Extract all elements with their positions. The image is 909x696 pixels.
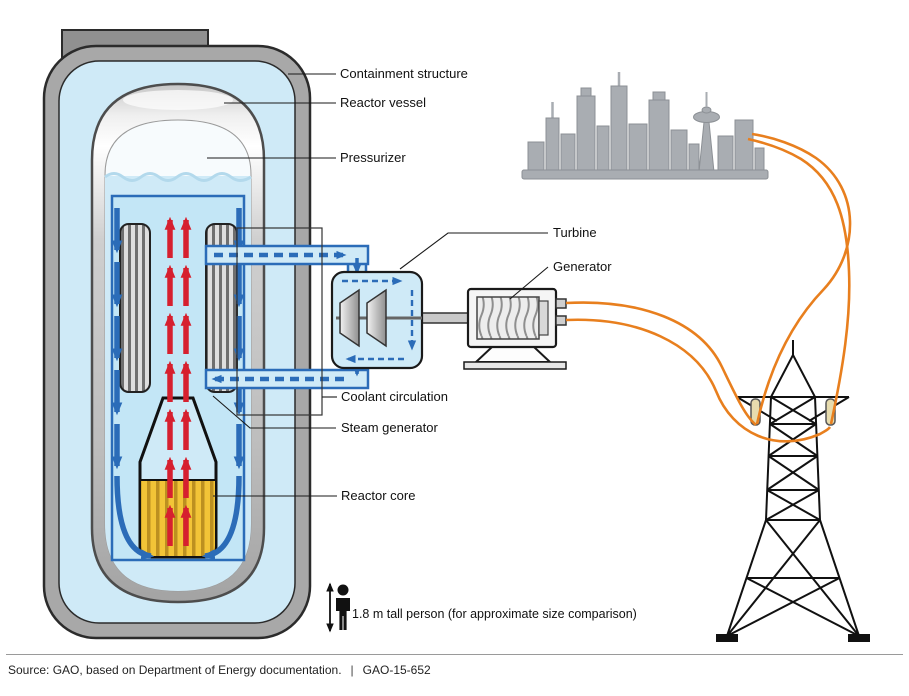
generator-base [463,361,567,370]
label-pressurizer: Pressurizer [340,150,406,165]
generator [463,287,567,370]
person-icon [326,582,350,633]
report-id: GAO-15-652 [362,663,431,677]
turbine-shaft [421,312,469,324]
vessel-dome-highlight [123,90,233,110]
label-reactor-core: Reactor core [341,488,416,503]
label-turbine: Turbine [553,225,597,240]
footer-divider [6,654,903,655]
generator-terminal-top [555,298,567,309]
city-base [521,169,769,180]
steam-generators [119,223,238,393]
steam-pipe [204,244,370,266]
source-separator: | [350,663,354,677]
generator-pedestal [473,346,553,363]
generator-terminal-bottom [555,315,567,326]
tower-foot-right [848,634,870,642]
turbine-rotor-1 [339,288,360,348]
label-coolant-circulation: Coolant circulation [341,389,448,404]
turbine [330,270,424,370]
person-scale-caption: 1.8 m tall person (for approximate size … [352,607,637,621]
source-line: Source: GAO, based on Department of Ener… [8,663,431,677]
label-containment-structure: Containment structure [340,66,468,81]
turbine-rotor-2 [366,288,387,348]
return-pipe [204,368,370,390]
coolant-circulation-bracket [236,227,323,416]
tower-foot-left [716,634,738,642]
source-text: Source: GAO, based on Department of Ener… [8,663,342,677]
generator-coil [476,296,540,340]
transmission-tower [716,340,870,642]
label-reactor-vessel: Reactor vessel [340,95,426,110]
label-generator: Generator [553,259,612,274]
power-lines [565,132,852,443]
core-fuel [139,479,217,558]
space-needle-icon [698,121,715,173]
city-skyline [521,72,769,180]
pressurizer-water-line [104,172,252,182]
label-steam-generator: Steam generator [341,420,438,435]
leader-lines [207,73,549,497]
steam-generator-left [119,223,151,393]
